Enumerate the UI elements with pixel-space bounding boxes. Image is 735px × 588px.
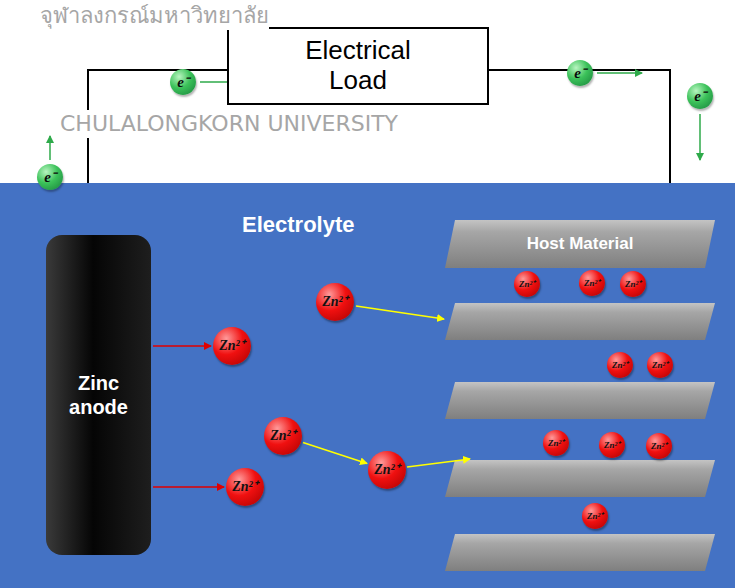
zinc-ion: Zn²⁺ xyxy=(582,503,608,529)
host-label: Host Material xyxy=(527,234,634,254)
ion-symbol: Zn²⁺ xyxy=(584,279,600,288)
host-layer xyxy=(445,382,715,419)
ion-symbol: Zn²⁺ xyxy=(587,512,603,521)
host-layer: Host Material xyxy=(445,220,715,268)
electron-circle: e⁻ xyxy=(37,164,63,190)
ion-symbol: Zn²⁺ xyxy=(651,442,667,451)
ion-flow-arrow xyxy=(153,345,211,347)
electrolyte-region: ElectrolyteZinc anode Host MaterialZn²⁺ Zn… xyxy=(0,183,735,588)
zinc-ion: Zn²⁺ xyxy=(647,352,673,378)
ion-symbol: Zn²⁺ xyxy=(374,463,400,477)
watermark-text: จุฬาลงกรณ์มหาวิทยาลัย xyxy=(40,2,269,30)
electrolyte-ground xyxy=(0,183,735,588)
zinc-anode: Zinc anode xyxy=(46,235,151,555)
load-label: Electrical Load xyxy=(283,36,433,96)
electron-symbol: e⁻ xyxy=(574,66,586,81)
zinc-ion: Zn²⁺ xyxy=(599,432,625,458)
host-layer xyxy=(445,534,715,571)
electron-arrow xyxy=(699,114,701,160)
electron-circle: e⁻ xyxy=(687,83,713,109)
ion-symbol: Zn²⁺ xyxy=(219,339,245,353)
electron-arrow xyxy=(49,136,51,160)
zinc-ion: Zn²⁺ xyxy=(316,283,354,321)
zinc-ion: Zn²⁺ xyxy=(646,433,672,459)
ion-symbol: Zn²⁺ xyxy=(548,439,564,448)
ion-symbol: Zn²⁺ xyxy=(612,361,628,370)
ion-symbol: Zn²⁺ xyxy=(652,361,668,370)
electron-arrow xyxy=(597,72,642,74)
zinc-ion: Zn²⁺ xyxy=(264,417,302,455)
zinc-ion: Zn²⁺ xyxy=(226,468,264,506)
electron-symbol: e⁻ xyxy=(694,89,706,104)
electron-circle: e⁻ xyxy=(567,60,593,86)
zinc-ion: Zn²⁺ xyxy=(579,270,605,296)
zinc-ion: Zn²⁺ xyxy=(543,430,569,456)
ion-symbol: Zn²⁺ xyxy=(232,480,258,494)
ion-arrow xyxy=(356,306,444,319)
watermark-text: CHULALONGKORN UNIVERSITY xyxy=(60,110,398,138)
anode-label: Zinc anode xyxy=(52,371,145,419)
load-box: Electrical Load xyxy=(227,27,489,105)
zinc-ion: Zn²⁺ xyxy=(514,271,540,297)
electron-symbol: e⁻ xyxy=(44,170,56,185)
region-label: Electrolyte xyxy=(242,212,355,238)
ion-symbol: Zn²⁺ xyxy=(270,429,296,443)
zinc-ion: Zn²⁺ xyxy=(607,352,633,378)
host-layer xyxy=(445,303,715,340)
zinc-ion: Zn²⁺ xyxy=(620,271,646,297)
host-layer xyxy=(445,460,715,497)
ion-symbol: Zn²⁺ xyxy=(604,441,620,450)
ion-symbol: Zn²⁺ xyxy=(625,280,641,289)
host-layer-outline xyxy=(445,220,715,268)
electron-symbol: e⁻ xyxy=(177,75,189,90)
ion-symbol: Zn²⁺ xyxy=(519,280,535,289)
ion-flow-arrow xyxy=(153,486,224,488)
electron-circle: e⁻ xyxy=(170,69,196,95)
ion-symbol: Zn²⁺ xyxy=(322,295,348,309)
ion-arrow xyxy=(407,459,470,467)
zinc-ion: Zn²⁺ xyxy=(368,451,406,489)
zinc-ion: Zn²⁺ xyxy=(213,327,251,365)
ion-flow-arrow xyxy=(303,443,367,464)
